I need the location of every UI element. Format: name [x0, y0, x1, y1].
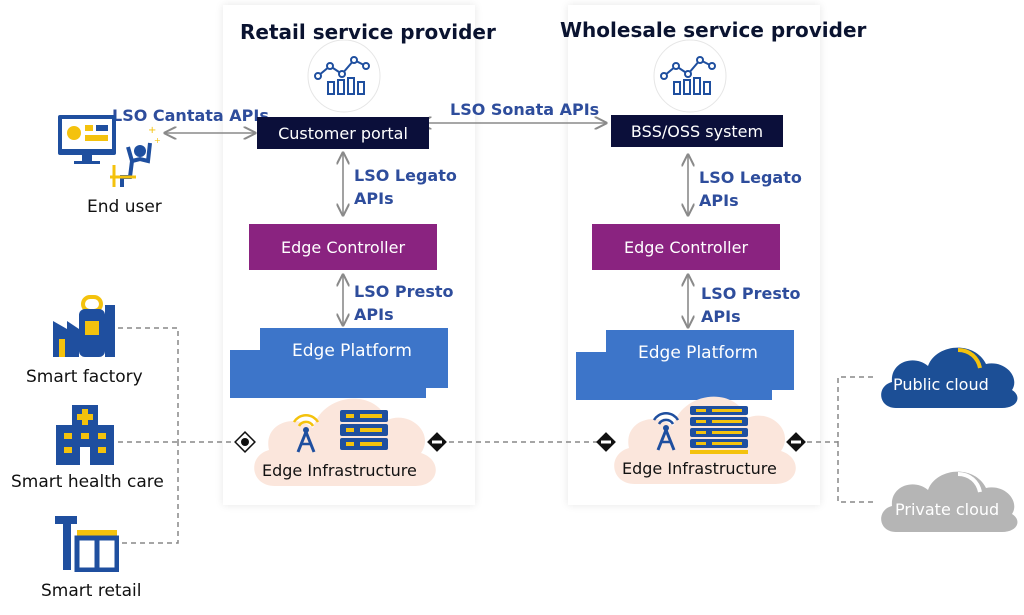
wholesale-edge-infrastructure-label: Edge Infrastructure	[622, 459, 777, 478]
retail-server-icon	[340, 410, 388, 450]
wholesale-analytics-icon	[653, 39, 727, 113]
smart-factory-icon	[53, 295, 115, 357]
customer-portal-box[interactable]: Customer portal	[257, 117, 429, 149]
end-user-icon: + +	[58, 115, 161, 187]
retail-presto-line2: APIs	[354, 305, 394, 324]
wholesale-provider-title: Wholesale service provider	[560, 18, 867, 42]
smart-retail-icon	[55, 516, 119, 572]
smart-retail-label: Smart retail	[41, 581, 142, 601]
svg-text:+: +	[148, 125, 156, 136]
retail-legato-line2: APIs	[354, 189, 394, 208]
factory-link	[118, 327, 179, 442]
smart-health-care-icon	[56, 405, 114, 465]
wholesale-antenna-icon	[652, 411, 680, 451]
wholesale-legato-line2: APIs	[699, 191, 739, 210]
retail-edge-platform-label: Edge Platform	[292, 341, 412, 361]
retail-legato-line1: LSO Legato	[354, 166, 457, 185]
sonata-api-label: LSO Sonata APIs	[450, 100, 600, 119]
wholesale-presto-line1: LSO Presto	[701, 284, 801, 303]
wholesale-edge-controller-box[interactable]: Edge Controller	[592, 224, 780, 270]
retail-presto-line1: LSO Presto	[354, 282, 454, 301]
wholesale-legato-line1: LSO Legato	[699, 168, 802, 187]
wholesale-edge-platform-shape	[576, 330, 794, 400]
wholesale-edge-platform-label: Edge Platform	[638, 343, 758, 363]
retail-analytics-icon	[307, 39, 381, 113]
private-cloud-shape	[881, 471, 1018, 532]
retail-edge-platform-shape	[230, 328, 448, 398]
smart-factory-label: Smart factory	[26, 367, 143, 387]
retail-antenna-icon	[292, 413, 320, 453]
retail-legato-label: LSO Legato APIs	[354, 164, 457, 210]
bss-oss-box[interactable]: BSS/OSS system	[611, 115, 783, 147]
retail-edge-controller-box[interactable]: Edge Controller	[249, 224, 437, 270]
wholesale-legato-label: LSO Legato APIs	[699, 166, 802, 212]
retail-presto-label: LSO Presto APIs	[354, 280, 454, 326]
public-cloud-label: Public cloud	[893, 375, 989, 394]
interface-diamond-1	[234, 431, 256, 453]
wholesale-presto-line2: APIs	[701, 307, 741, 326]
private-cloud-label: Private cloud	[895, 500, 1000, 519]
end-user-label: End user	[87, 197, 162, 217]
retail-provider-title: Retail service provider	[240, 20, 496, 44]
retail-link	[122, 442, 179, 544]
smart-health-care-label: Smart health care	[11, 472, 164, 492]
interface-diamond-2	[427, 432, 447, 452]
svg-text:+: +	[154, 136, 161, 145]
cantata-api-label: LSO Cantata APIs	[112, 106, 269, 125]
cloud-link	[798, 376, 874, 503]
retail-edge-infrastructure-label: Edge Infrastructure	[262, 461, 417, 480]
public-cloud-shape	[881, 347, 1018, 408]
wholesale-server-icon	[690, 406, 748, 454]
wholesale-presto-label: LSO Presto APIs	[701, 282, 801, 328]
